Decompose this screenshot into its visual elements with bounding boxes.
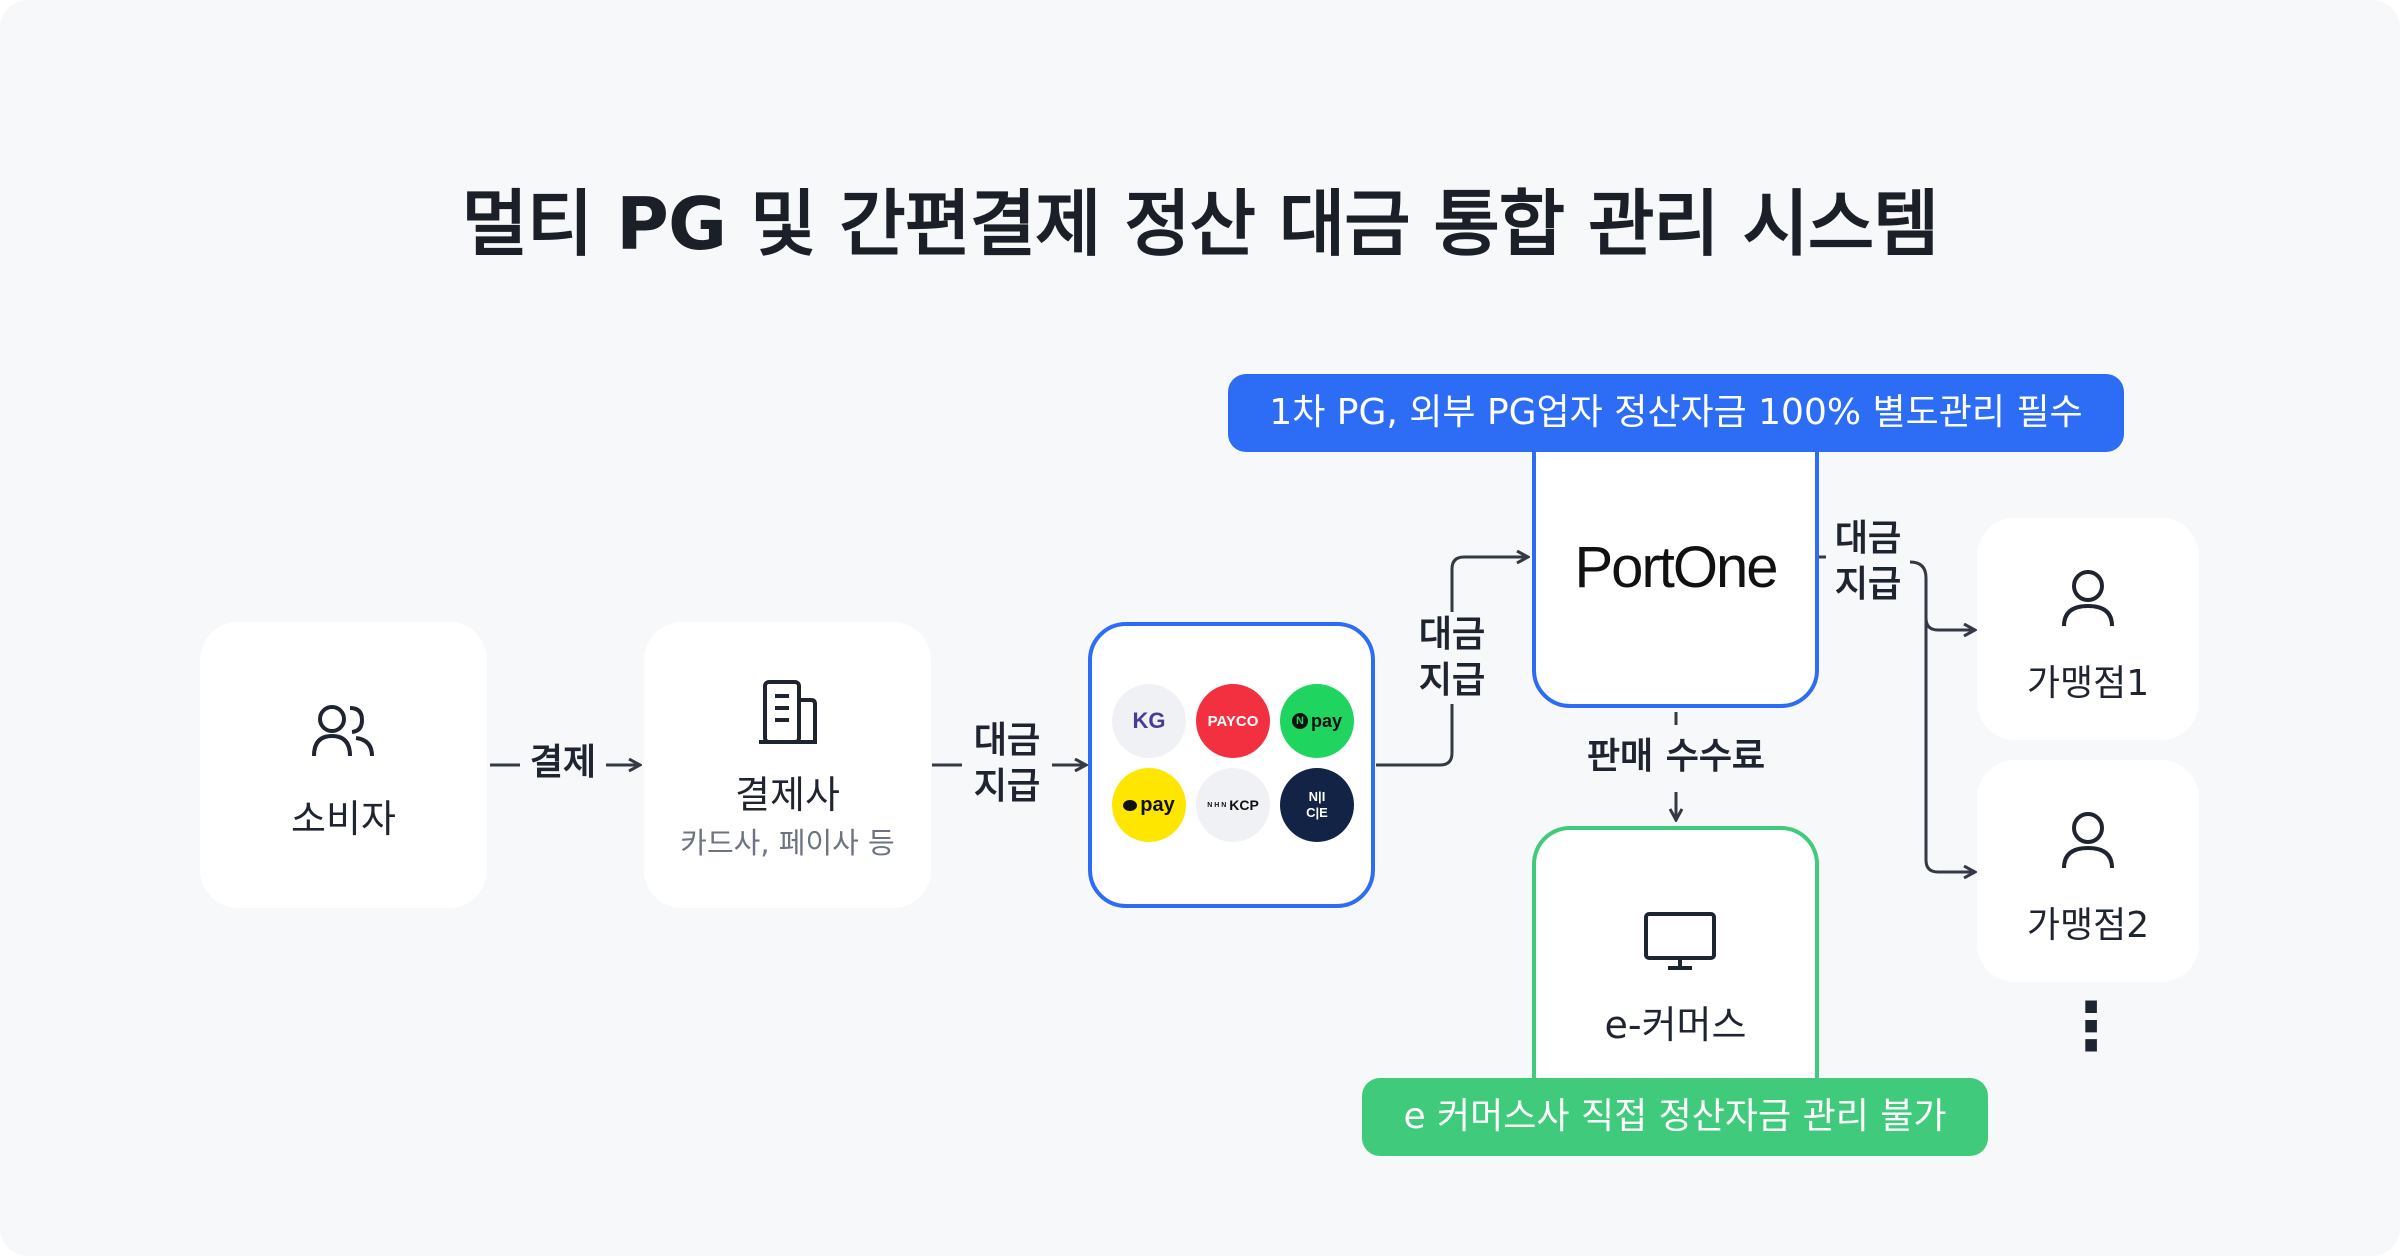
- users-icon: [312, 705, 374, 757]
- ecommerce-label: e-커머스: [1604, 1003, 1747, 1047]
- more-merchants-indicator: ⋮: [2058, 988, 2124, 1065]
- monitor-icon: [1644, 912, 1716, 970]
- merchant-card-2: 가맹점2: [1977, 760, 2199, 982]
- page-title: 멀티 PG 및 간편결제 정산 대금 통합 관리 시스템: [461, 182, 1940, 266]
- payment-company-card: 결제사 카드사, 페이사 등: [644, 622, 931, 908]
- green-notice-badge: e 커머스사 직접 정산자금 관리 불가: [1362, 1078, 1988, 1156]
- edge-label-settle-2-line1: 대금: [1406, 612, 1498, 658]
- edge-label-settle-2-line2: 지급: [1406, 658, 1498, 704]
- edge-label-settle-1-line1: 대금: [973, 720, 1041, 761]
- merchant-card-1: 가맹점1: [1977, 518, 2199, 740]
- edge-label-payment: 결제: [529, 742, 597, 783]
- ecommerce-card: e-커머스: [1532, 826, 1819, 1090]
- kg-logo: KG: [1112, 684, 1186, 758]
- edge-label-settle-3-line1: 대금: [1834, 518, 1902, 559]
- edge-label-fee: 판매 수수료: [1586, 736, 1766, 777]
- edge-to-merchant1: [1924, 617, 1975, 630]
- payment-company-sub: 카드사, 페이사 등: [680, 826, 895, 860]
- consumer-label: 소비자: [291, 797, 396, 841]
- merchant-2-label: 가맹점2: [2026, 905, 2150, 946]
- consumer-card: 소비자: [200, 622, 487, 908]
- kakaopay-logo: pay: [1112, 768, 1186, 842]
- payco-logo: PAYCO: [1196, 684, 1270, 758]
- person-icon: [2062, 812, 2114, 869]
- blue-notice-badge: 1차 PG, 외부 PG업자 정산자금 100% 별도관리 필수: [1228, 374, 2124, 452]
- edge-portone-merchants: [1909, 560, 1975, 872]
- building-icon: [759, 680, 817, 744]
- edge-label-settle-3-line2: 지급: [1834, 564, 1902, 605]
- merchant-1-label: 가맹점1: [2026, 663, 2150, 704]
- portone-logo: PortOne: [1574, 535, 1779, 600]
- portone-card: PortOne: [1532, 430, 1819, 708]
- person-icon: [2062, 570, 2114, 627]
- payment-company-label: 결제사: [735, 773, 840, 817]
- edge-label-settle-1-line2: 지급: [973, 766, 1041, 807]
